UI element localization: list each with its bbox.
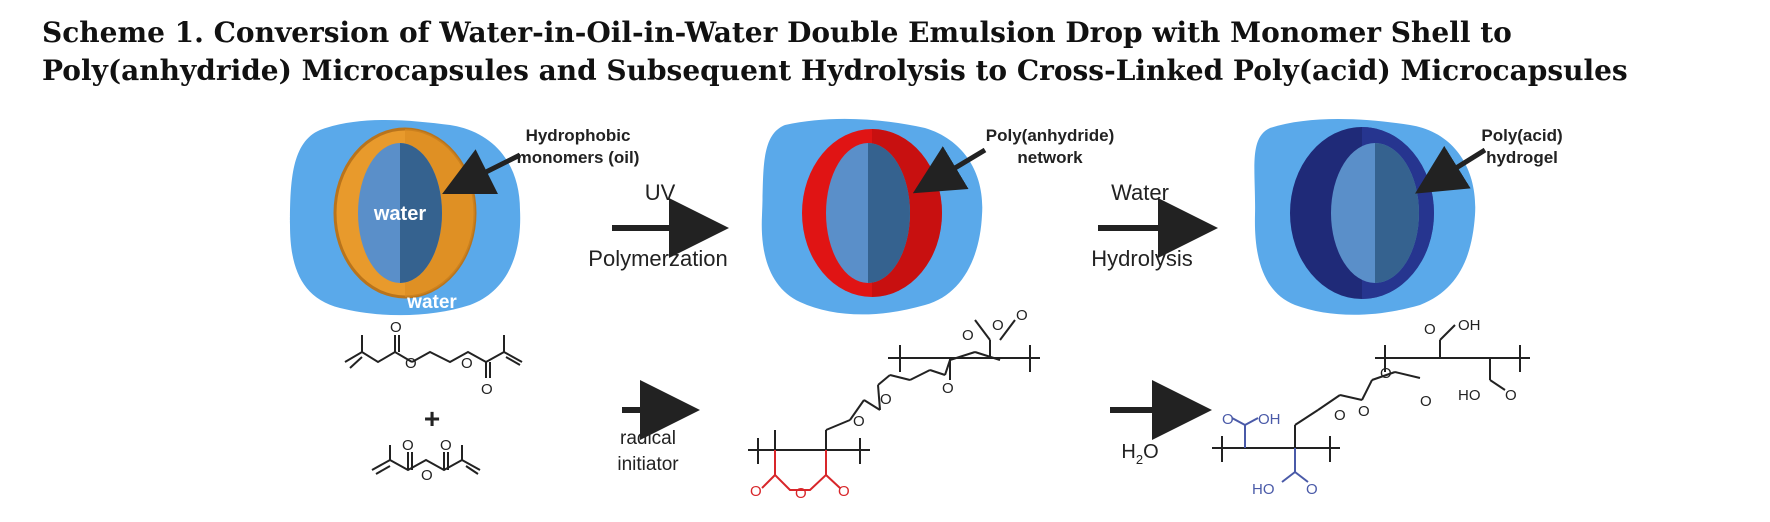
atom-o-red: O xyxy=(795,485,807,502)
atom-o: O xyxy=(942,380,954,397)
atom-o: O xyxy=(880,391,892,408)
hydroxyl-blue: OH xyxy=(1258,411,1281,428)
atom-o: O xyxy=(1334,407,1346,424)
polyacid-structure xyxy=(1212,324,1530,462)
outer-water-label: water xyxy=(406,292,457,313)
atom-o: O xyxy=(461,355,473,372)
capsule-polyanhydride: Poly(anhydride) network xyxy=(761,118,1114,315)
arrow-radical-initiator: radical initiator xyxy=(617,380,700,475)
monomer-anhydride xyxy=(371,445,481,475)
callout-3-line1: Poly(acid) xyxy=(1481,126,1562,145)
callout-arrow-3 xyxy=(1415,145,1487,194)
atom-o-red: O xyxy=(750,483,762,500)
atom-o-blue: O xyxy=(1222,411,1234,428)
atom-o: O xyxy=(1505,387,1517,404)
atom-o-red: O xyxy=(838,483,850,500)
atom-o: O xyxy=(440,437,452,454)
atom-o: O xyxy=(992,317,1004,334)
arrow1-bottom-label: Polymerzation xyxy=(588,246,727,271)
atom-o: O xyxy=(390,319,402,336)
atom-o: O xyxy=(421,467,433,484)
caption-text: Conversion of Water-in-Oil-in-Water Doub… xyxy=(42,16,1628,87)
arrow2-bottom-label: Hydrolysis xyxy=(1091,246,1192,271)
caption-label: Scheme 1. xyxy=(42,16,204,49)
atom-o: O xyxy=(402,437,414,454)
callout-arrow-2 xyxy=(912,146,987,194)
callout-1-line2: monomers (oil) xyxy=(517,148,640,167)
atom-o: O xyxy=(481,381,493,398)
callout-2-line2: network xyxy=(1017,148,1083,167)
callout-1-line1: Hydrophobic xyxy=(526,126,631,145)
atom-o: O xyxy=(1380,365,1392,382)
arrow-uv-polymerization: UV Polymerzation xyxy=(588,180,729,271)
anhydride-ring-red xyxy=(761,450,841,491)
inner-water-label: water xyxy=(373,203,426,225)
carboxyl-blue xyxy=(1231,417,1309,483)
atom-o: O xyxy=(853,413,865,430)
arrow2-top-label: Water xyxy=(1111,180,1169,205)
callout-3-line2: hydrogel xyxy=(1486,148,1558,167)
atom-o: O xyxy=(1016,307,1028,324)
hydroxyl: HO xyxy=(1458,387,1481,404)
callout-arrow-1 xyxy=(442,149,522,194)
scheme-caption: Scheme 1. Conversion of Water-in-Oil-in-… xyxy=(42,14,1742,90)
atom-o: O xyxy=(1420,393,1432,410)
hydroxyl-blue: HO xyxy=(1252,481,1275,498)
h2o-label: H2O xyxy=(1121,441,1158,467)
atom-o: O xyxy=(1358,403,1370,420)
polyanhydride-structure xyxy=(748,319,1040,464)
initiator-line2: initiator xyxy=(617,454,679,475)
monomer-dimethacrylate xyxy=(344,335,523,378)
atom-o: O xyxy=(962,327,974,344)
hydroxyl: OH xyxy=(1458,317,1481,334)
callout-2-line1: Poly(anhydride) xyxy=(986,126,1114,145)
arrow-water-hydrolysis: Water Hydrolysis xyxy=(1091,180,1218,271)
initiator-line1: radical xyxy=(620,428,676,449)
arrow-h2o: H2O xyxy=(1110,380,1212,467)
capsule-polyacid: Poly(acid) hydrogel xyxy=(1254,119,1563,315)
plus-sign: + xyxy=(424,403,440,434)
atom-o: O xyxy=(1424,321,1436,338)
capsule-monomer-drop: water water Hydrophobic monomers (oil) xyxy=(290,120,640,316)
arrow1-top-label: UV xyxy=(645,180,676,205)
atom-o-blue: O xyxy=(1306,481,1318,498)
atom-o: O xyxy=(405,355,417,372)
